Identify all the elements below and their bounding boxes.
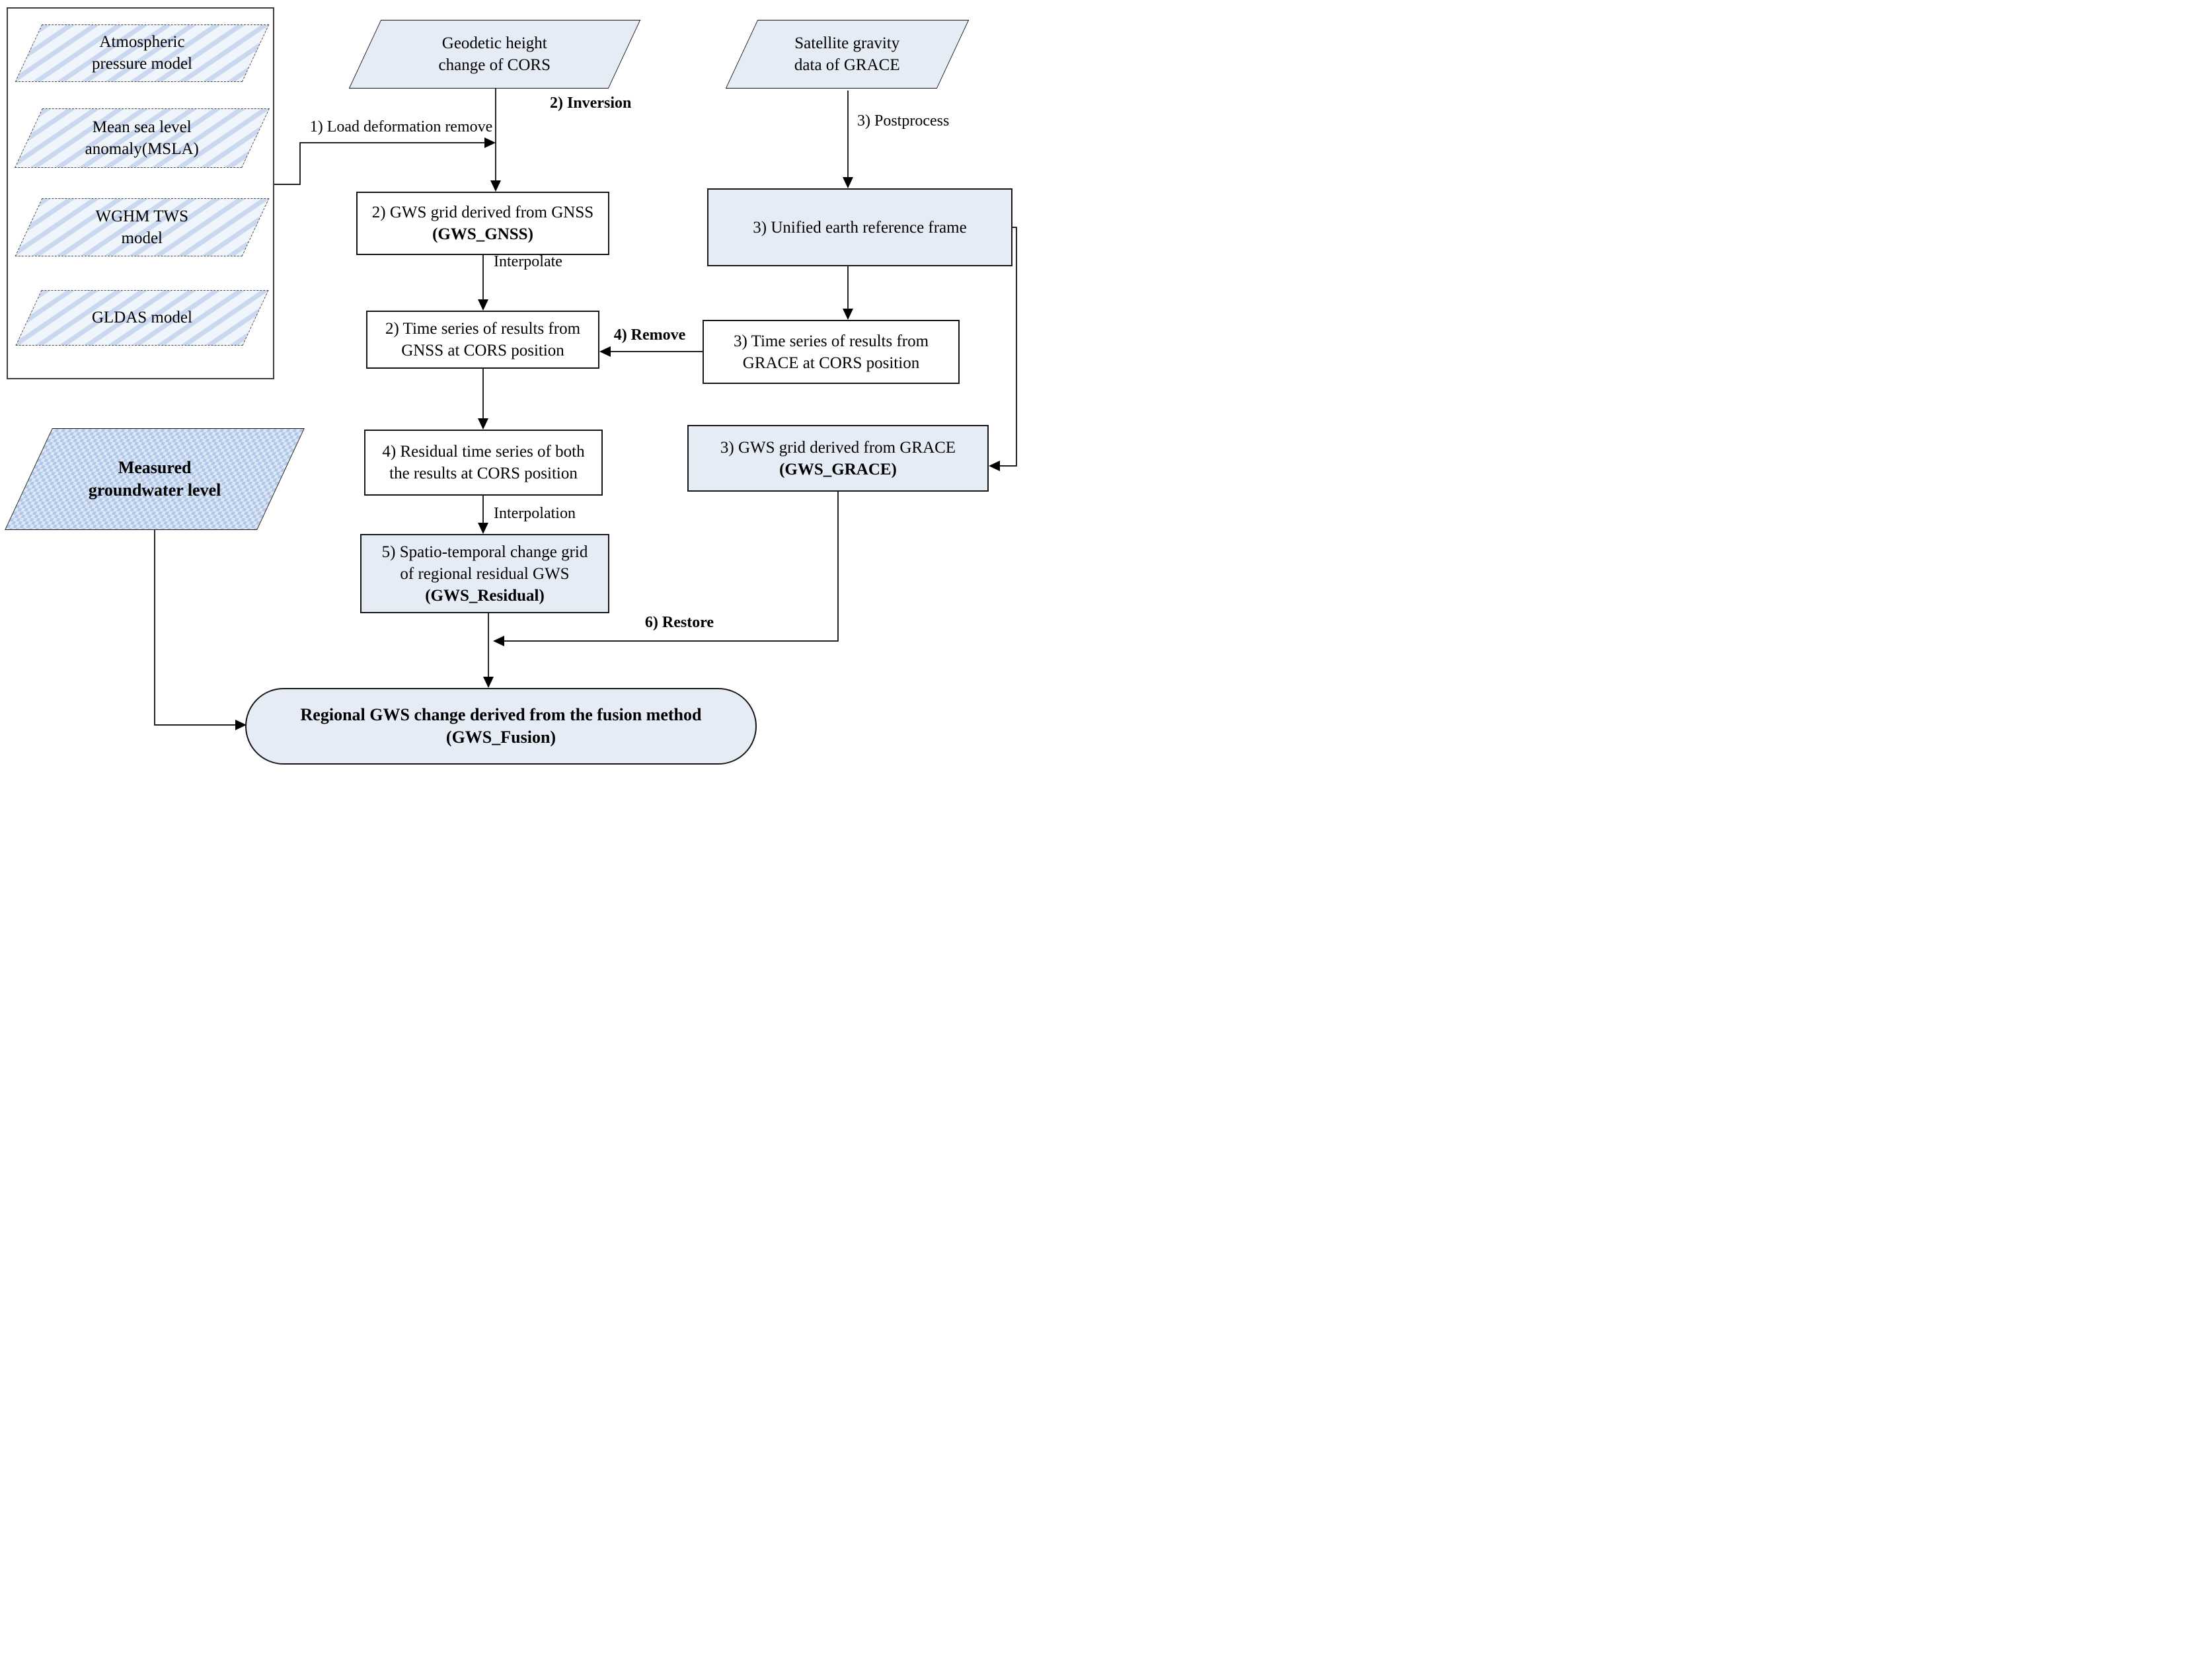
node-text: Mean sea level anomaly(MSLA) [85,118,200,158]
node-gws-grace: 3) GWS grid derived from GRACE (GWS_GRAC… [687,425,989,492]
edge-leftpanel-to-corsline [274,142,484,185]
edge-measured-to-fusion [154,530,235,726]
node-geodetic-height-cors: Geodetic height change of CORS [348,20,641,89]
arrowhead-down-residual [478,418,488,430]
node-text-line: (GWS_Fusion) [445,728,556,747]
node-gnss-time-series: 2) Time series of results from GNSS at C… [366,311,599,369]
node-atmospheric-pressure-model: Atmospheric pressure model [15,24,270,82]
arrowhead-left-remove [599,346,611,357]
arrowhead-down-gwsgnss [490,180,501,192]
edge-label-load-deformation-remove: 1) Load deformation remove [309,118,493,135]
arrowhead-down-unified [843,177,853,188]
node-measured-groundwater-level: Measured groundwater level [5,428,305,530]
connector-lines [154,89,1017,730]
node-satellite-gravity-grace: Satellite gravity data of GRACE [725,20,970,89]
node-text: Atmospheric pressure model [91,33,193,73]
edge-gwsgrace-restore [504,492,839,642]
node-text-line: 3) Time series of results from [733,332,929,350]
arrowhead-right-inversion [484,137,496,148]
arrowhead-down-gnssts [478,299,488,311]
node-text-line: 3) GWS grid derived from GRACE [720,438,956,457]
node-text: Measured groundwater level [88,458,221,500]
node-text: WGHM TWS model [95,207,189,247]
node-unified-earth-reference-frame: 3) Unified earth reference frame [707,188,1012,266]
node-text: Geodetic height change of CORS [438,34,551,74]
edge-label-inversion: 2) Inversion [550,94,632,112]
arrowhead-down-gracets [843,309,853,320]
node-text-line: GNSS at CORS position [401,342,564,359]
node-text: Satellite gravity data of GRACE [794,34,900,74]
node-text-line: 2) GWS grid derived from GNSS [371,204,594,221]
edge-label-interpolation: Interpolation [494,505,576,522]
arrowhead-left-restore [493,636,504,646]
node-text-line: (GWS_GRACE) [779,460,897,478]
node-grace-time-series: 3) Time series of results from GRACE at … [703,320,960,384]
arrowhead-down-gwsresidual [478,523,488,534]
node-gws-residual: 5) Spatio-temporal change grid of region… [360,534,609,613]
edge-unified-loop-to-gwsgrace [1000,227,1017,467]
node-text-line: 2) Time series of results from [385,320,581,338]
node-text-line: (GWS_Residual) [425,586,545,605]
flowchart-canvas: Atmospheric pressure model Mean sea leve… [0,0,1022,768]
node-text-line: of regional residual GWS [400,564,570,583]
node-text-line: 4) Residual time series of both [382,443,585,461]
node-text-line: 5) Spatio-temporal change grid [381,543,588,561]
node-gws-gnss: 2) GWS grid derived from GNSS (GWS_GNSS) [356,192,609,255]
node-text-line: (GWS_GNSS) [432,225,533,243]
node-text-line: Regional GWS change derived from the fus… [300,704,702,724]
arrowhead-down-fusion [483,677,494,688]
node-text-line: 3) Unified earth reference frame [753,218,967,237]
node-text-line: the results at CORS position [389,465,578,482]
node-text-line: GRACE at CORS position [742,354,920,372]
node-gws-fusion-result: Regional GWS change derived from the fus… [245,688,757,765]
node-text: GLDAS model [91,308,193,326]
arrowhead-right-fusion [235,720,247,730]
edge-label-postprocess: 3) Postprocess [857,112,950,130]
node-mean-sea-level-anomaly: Mean sea level anomaly(MSLA) [15,108,270,168]
node-wghm-tws-model: WGHM TWS model [15,198,270,256]
arrowhead-left-gwsgrace [989,461,1000,471]
edge-label-restore: 6) Restore [644,614,714,631]
edge-label-remove: 4) Remove [613,326,686,344]
node-residual-time-series: 4) Residual time series of both the resu… [364,430,603,496]
node-gldas-model: GLDAS model [15,290,269,346]
edge-label-interpolate: Interpolate [494,253,562,270]
